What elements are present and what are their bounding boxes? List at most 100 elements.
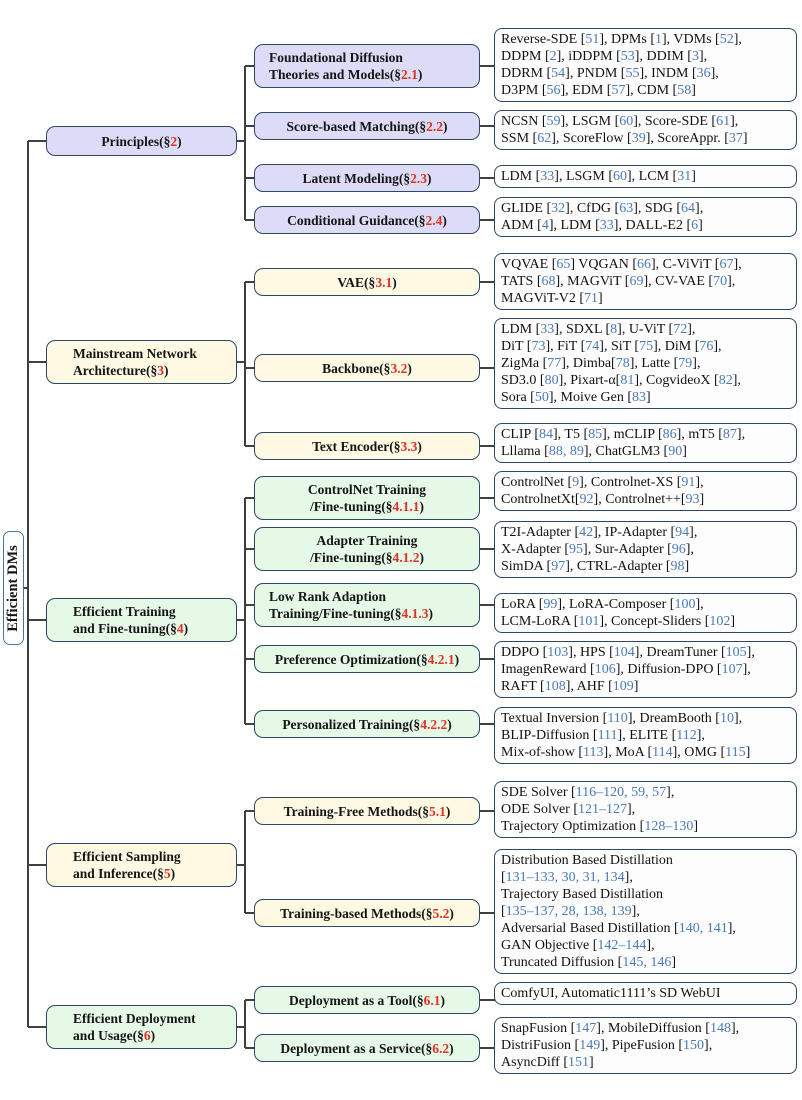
node-vae-label: VAE(§3.1)	[337, 274, 397, 290]
node-latent-modeling-label: Latent Modeling(§2.3)	[302, 170, 432, 186]
connector-line	[28, 619, 46, 621]
papers-deployment-as-a-tool: ComfyUI, Automatic1111’s SD WebUI	[494, 982, 797, 1005]
node-text-encoder: Text Encoder(§3.3)	[254, 432, 480, 460]
connector-line	[480, 445, 495, 447]
connector-line	[480, 604, 495, 606]
node-training-free-methods-label: Training-Free Methods(§5.1)	[283, 803, 451, 819]
node-preference-optimization: Preference Optimization(§4.2.1)	[254, 645, 480, 673]
papers-foundational-diffusion-theories: Reverse-SDE [51], DPMs [1], VDMs [52],DD…	[494, 28, 797, 102]
papers-low-rank-adaption: LoRA [99], LoRA-Composer [100],LCM-LoRA …	[494, 593, 797, 633]
connector-line	[245, 367, 256, 369]
connector-line	[244, 282, 246, 446]
connector-line	[244, 811, 246, 913]
node-latent-modeling: Latent Modeling(§2.3)	[254, 164, 480, 192]
node-controlnet-training-label: ControlNet Training/Fine-tuning(§4.1.1)	[307, 482, 427, 514]
node-personalized-training-label: Personalized Training(§4.2.2)	[282, 716, 452, 732]
connector-line	[237, 619, 246, 621]
connector-line	[245, 125, 256, 127]
papers-backbone: LDM [33], SDXL [8], U-ViT [72],DiT [73],…	[494, 318, 797, 409]
root-label: Efficient DMs	[5, 544, 22, 632]
papers-preference-optimization: DDPO [103], HPS [104], DreamTuner [105],…	[494, 641, 797, 698]
node-training-based-methods: Training-based Methods(§5.2)	[254, 899, 480, 927]
connector-line	[245, 497, 256, 499]
connector-line	[245, 281, 256, 283]
connector-line	[27, 141, 29, 1027]
papers-adapter-training: T2I-Adapter [42], IP-Adapter [94],X-Adap…	[494, 521, 797, 578]
connector-line	[245, 219, 256, 221]
connector-line	[480, 281, 495, 283]
papers-training-free-methods: SDE Solver [116–120, 59, 57],ODE Solver …	[494, 781, 797, 838]
connector-line	[245, 723, 256, 725]
node-training-free-methods: Training-Free Methods(§5.1)	[254, 797, 480, 825]
connector-line	[245, 177, 256, 179]
node-principles-label: Principles(§2)	[101, 133, 182, 149]
node-vae: VAE(§3.1)	[254, 268, 480, 296]
connector-line	[245, 1047, 256, 1049]
node-conditional-guidance-label: Conditional Guidance(§2.4)	[287, 212, 447, 228]
connector-line	[237, 864, 246, 866]
connector-line	[28, 864, 46, 866]
connector-line	[480, 65, 495, 67]
node-score-based-matching: Score-based Matching(§2.2)	[254, 112, 480, 140]
connector-line	[245, 604, 256, 606]
node-deployment-as-a-tool: Deployment as a Tool(§6.1)	[254, 986, 480, 1014]
papers-latent-modeling: LDM [33], LSGM [60], LCM [31]	[494, 165, 797, 188]
connector-line	[244, 498, 246, 724]
connector-line	[28, 1026, 46, 1028]
root-node: Efficient DMs	[3, 531, 24, 645]
node-backbone-label: Backbone(§3.2)	[322, 360, 412, 376]
node-backbone: Backbone(§3.2)	[254, 354, 480, 382]
connector-line	[480, 548, 495, 550]
connector-line	[245, 548, 256, 550]
papers-score-based-matching: NCSN [59], LSGM [60], Score-SDE [61],SSM…	[494, 110, 797, 150]
papers-vae: VQVAE [65] VQGAN [66], C-ViViT [67],TATS…	[494, 253, 797, 310]
connector-line	[237, 361, 246, 363]
connector-line	[480, 723, 495, 725]
connector-line	[480, 1047, 495, 1049]
papers-deployment-as-a-service: SnapFusion [147], MobileDiffusion [148],…	[494, 1017, 797, 1074]
node-preference-optimization-label: Preference Optimization(§4.2.1)	[274, 651, 460, 667]
papers-training-based-methods: Distribution Based Distillation[131–133,…	[494, 849, 797, 974]
connector-line	[480, 497, 495, 499]
node-principles: Principles(§2)	[46, 126, 237, 156]
connector-line	[480, 125, 495, 127]
connector-line	[480, 658, 495, 660]
node-deployment-as-a-service-label: Deployment as a Service(§6.2)	[280, 1040, 454, 1056]
node-adapter-training: Adapter Training/Fine-tuning(§4.1.2)	[254, 527, 480, 571]
connector-line	[480, 177, 495, 179]
connector-line	[245, 999, 256, 1001]
connector-line	[245, 65, 256, 67]
papers-controlnet-training: ControlNet [9], Controlnet-XS [91],Contr…	[494, 471, 797, 511]
papers-personalized-training: Textual Inversion [110], DreamBooth [10]…	[494, 707, 797, 764]
connector-line	[245, 658, 256, 660]
papers-conditional-guidance: GLIDE [32], CfDG [63], SDG [64],ADM [4],…	[494, 197, 797, 237]
node-deployment-as-a-tool-label: Deployment as a Tool(§6.1)	[288, 992, 445, 1008]
connector-line	[480, 810, 495, 812]
connector-line	[24, 587, 29, 589]
connector-line	[237, 140, 246, 142]
connector-line	[480, 367, 495, 369]
connector-line	[244, 1000, 246, 1048]
connector-line	[244, 66, 246, 220]
connector-line	[28, 140, 46, 142]
connector-line	[28, 361, 46, 363]
connector-line	[480, 219, 495, 221]
connector-line	[480, 912, 495, 914]
node-controlnet-training: ControlNet Training/Fine-tuning(§4.1.1)	[254, 476, 480, 520]
connector-line	[245, 445, 256, 447]
connector-line	[245, 810, 256, 812]
node-text-encoder-label: Text Encoder(§3.3)	[312, 438, 422, 454]
connector-line	[237, 1026, 246, 1028]
node-personalized-training: Personalized Training(§4.2.2)	[254, 710, 480, 738]
